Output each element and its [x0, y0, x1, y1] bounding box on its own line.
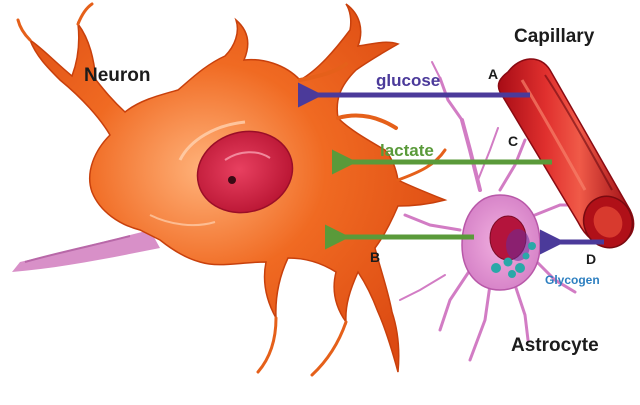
- neuron-label: Neuron: [84, 66, 151, 85]
- label-c: C: [508, 134, 518, 148]
- glycogen-label: Glycogen: [545, 274, 600, 286]
- astrocyte-label: Astrocyte: [511, 336, 599, 355]
- label-a: A: [488, 67, 498, 81]
- capillary-label: Capillary: [514, 27, 594, 46]
- neuron-axon: [12, 230, 160, 272]
- lactate-label: lactate: [380, 142, 434, 159]
- label-d: D: [586, 252, 596, 266]
- label-b: B: [370, 250, 380, 264]
- glucose-label: glucose: [376, 72, 440, 89]
